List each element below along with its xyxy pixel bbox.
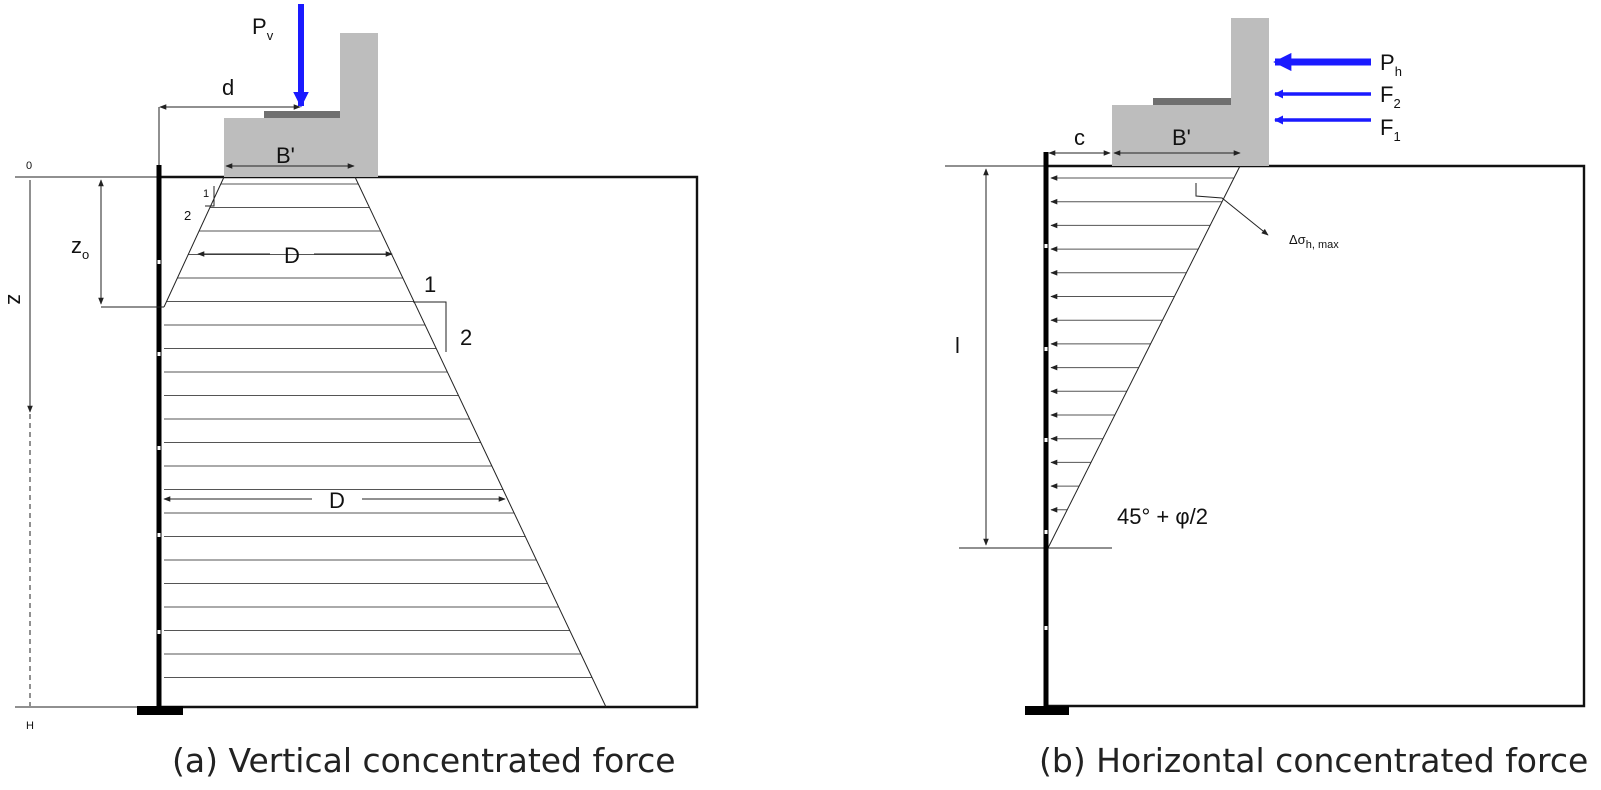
slope-triangle-small	[205, 186, 215, 207]
spread-line-right	[354, 176, 607, 708]
force-pv-label: Pv	[252, 14, 274, 43]
panel-a: Pv d B' 1 2 1 2 D D zo z 0 H (a) V	[3, 4, 699, 780]
caption-a: (a) Vertical concentrated force	[172, 741, 676, 780]
label-slope-small-rise: 2	[184, 208, 191, 223]
label-slope-small-run: 1	[203, 188, 209, 200]
footing-plate-b	[1153, 98, 1231, 105]
label-l: l	[955, 333, 960, 358]
label-depth-zero: 0	[26, 160, 32, 172]
label-b-prime-a: B'	[276, 143, 295, 168]
delta-sigma-leader	[1195, 183, 1269, 236]
label-angle: 45° + φ/2	[1117, 504, 1208, 529]
footing-base-a	[224, 118, 378, 177]
label-d: d	[222, 75, 234, 100]
label-z0: zo	[71, 233, 89, 262]
failure-wedge-line	[1047, 165, 1241, 549]
label-force-ph: Ph	[1380, 50, 1402, 79]
label-force-f2: F2	[1380, 82, 1401, 111]
spread-line-left	[163, 176, 225, 308]
soil-box-a	[157, 175, 699, 709]
label-c: c	[1074, 125, 1085, 150]
footing-base-b	[1112, 105, 1269, 166]
label-slope-run: 1	[424, 272, 436, 297]
stress-arrows-b	[1050, 175, 1234, 513]
wall-toe-b	[1025, 706, 1069, 715]
label-slope-rise: 2	[460, 325, 472, 350]
label-force-f1: F1	[1380, 115, 1401, 144]
label-z: z	[3, 294, 28, 305]
wall-toe-a	[137, 706, 183, 715]
label-d-lower: D	[329, 488, 345, 513]
footing-stem-a	[340, 33, 378, 119]
label-delta-sigma: Δσh, max	[1289, 232, 1339, 251]
footing-stem-b	[1231, 18, 1269, 106]
stress-hatch-a	[164, 183, 592, 678]
label-b-prime-b: B'	[1172, 125, 1191, 150]
label-d-upper: D	[284, 243, 300, 268]
footing-plate-a	[264, 111, 340, 118]
slope-triangle	[413, 301, 447, 352]
caption-b: (b) Horizontal concentrated force	[1039, 741, 1588, 780]
label-depth-bottom: H	[26, 720, 34, 732]
soil-box-b	[1045, 164, 1586, 708]
panel-b: Ph F2 F1 c B' Δσh, max l 45° + φ/2 (b) H…	[945, 18, 1588, 780]
